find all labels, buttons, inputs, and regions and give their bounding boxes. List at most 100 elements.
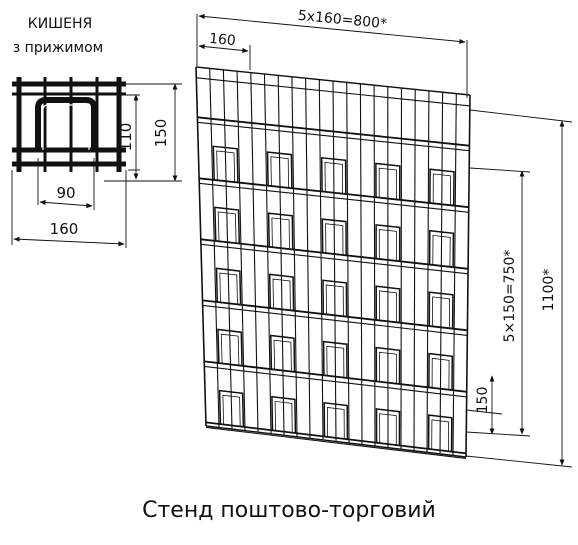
stand-pocket-inner	[432, 296, 451, 329]
stand-row-wire	[200, 243, 469, 275]
stand-pocket-inner	[219, 272, 238, 305]
stand-pocket	[268, 273, 295, 311]
stand-pocket	[427, 414, 453, 452]
stand-row-wire	[197, 116, 470, 147]
pocket-dim-150: 150	[152, 119, 170, 148]
pocket-dim-90: 90	[56, 184, 75, 202]
stand-row-wire	[205, 426, 467, 459]
stand-pocket-inner	[220, 333, 240, 366]
stand-row-wire	[199, 177, 469, 209]
stand-pocket-inner	[217, 211, 237, 244]
stand-row-wire	[205, 421, 467, 455]
stand-vertical-wire	[318, 79, 324, 441]
pocket-title: КИШЕНЯ	[28, 16, 92, 32]
stand-dim-row-height: 150	[475, 387, 491, 414]
stand-pocket-inner	[272, 278, 291, 311]
caption: Стенд поштово-торговий	[142, 498, 436, 523]
stand-row-wire	[202, 299, 468, 332]
stand-vertical-wire	[332, 80, 337, 442]
stand-pocket	[375, 408, 401, 446]
stand-pocket	[323, 401, 349, 440]
stand-row-wire	[199, 182, 469, 213]
stand-pocket	[428, 352, 454, 391]
stand-vertical-wire	[277, 75, 285, 436]
stand-pocket	[428, 229, 455, 268]
stand-vertical-wire	[400, 87, 403, 450]
pocket-dim-110: 110	[117, 123, 135, 152]
stand-pocket-inner	[325, 223, 344, 256]
stand-vertical-wire	[195, 66, 207, 427]
stand-row-wire	[202, 304, 468, 336]
stand-pocket	[267, 212, 294, 250]
stand-pocket-inner	[273, 339, 292, 372]
stand-pocket-inner	[378, 167, 397, 200]
stand-pocket-inner	[379, 413, 397, 446]
stand-pocket	[215, 267, 242, 305]
stand-vertical-wire	[236, 71, 246, 431]
stand-grid	[195, 66, 471, 459]
stand-pockets	[212, 145, 455, 452]
stand-vertical-wire	[222, 69, 233, 430]
stand-pocket-inner	[274, 400, 293, 433]
stand-pocket-inner	[216, 150, 236, 183]
stand-pocket-inner	[271, 217, 290, 250]
stand-pocket-inner	[270, 156, 289, 188]
stand-pocket-inner	[326, 345, 345, 378]
stand-pocket	[212, 145, 239, 183]
stand-row-wire	[200, 238, 469, 270]
stand-pocket	[429, 168, 455, 206]
pocket-subtitle: з прижимом	[13, 40, 103, 56]
stand-pocket	[271, 395, 297, 434]
stand-pocket	[375, 162, 401, 200]
stand-pocket	[375, 346, 401, 385]
stand-pocket	[270, 334, 296, 372]
stand-vertical-wire	[291, 76, 298, 437]
stand-horizontal-wire	[195, 66, 471, 96]
stand-pocket	[322, 279, 348, 317]
stand-dim-total-width: 5x160=800*	[297, 8, 387, 32]
stand-pocket	[266, 151, 293, 189]
stand-horizontal-wire	[205, 425, 467, 458]
stand-pocket-inner	[378, 290, 397, 323]
stand-pocket-inner	[432, 173, 452, 206]
stand-pocket-inner	[222, 394, 241, 427]
pocket-grid	[12, 77, 126, 172]
stand-vertical-wire	[359, 83, 363, 445]
stand-pocket	[428, 291, 454, 329]
stand-vertical-wire	[452, 93, 457, 456]
stand-pocket-inner	[324, 162, 343, 194]
stand-vertical-wire	[426, 90, 430, 453]
stand-pocket-inner	[431, 419, 450, 452]
stand-pocket	[375, 285, 401, 323]
stand-pocket	[218, 389, 245, 427]
stand-pocket	[320, 156, 347, 195]
stand-vertical-wire	[209, 68, 220, 428]
stand-row-wire	[204, 365, 467, 398]
stand-pocket	[375, 224, 401, 262]
stand-dim-total-height: 1100*	[541, 269, 557, 312]
stand-pocket-inner	[326, 407, 345, 439]
stand-vertical-wire	[305, 78, 311, 439]
stand-pocket-inner	[431, 357, 450, 390]
stand-pocket	[321, 218, 347, 256]
pocket-detail: КИШЕНЯ з прижимом 110	[11, 16, 182, 248]
pocket-dim-160: 160	[50, 220, 79, 238]
stand-pocket	[217, 328, 243, 366]
stand-pocket-inner	[379, 351, 397, 384]
stand-horizontal-wire	[196, 77, 470, 107]
stand-row-wire	[197, 121, 470, 152]
stand-pocket-inner	[378, 229, 397, 261]
stand-vertical-wire	[250, 72, 259, 433]
stand-pocket-inner	[325, 284, 344, 317]
stand-dim-cell-width: 160	[208, 31, 236, 49]
stand-vertical-wire	[465, 94, 471, 458]
stand-pocket-inner	[432, 234, 451, 267]
stand-pocket	[214, 206, 241, 244]
stand-dim-rows-height: 5×150=750*	[502, 250, 518, 343]
stand-row-wire	[204, 360, 467, 393]
stand-vertical-wire	[263, 73, 272, 434]
stand-vertical-wire	[346, 82, 350, 444]
stand-pocket	[322, 340, 348, 379]
stand-top-dimensions	[196, 14, 468, 98]
